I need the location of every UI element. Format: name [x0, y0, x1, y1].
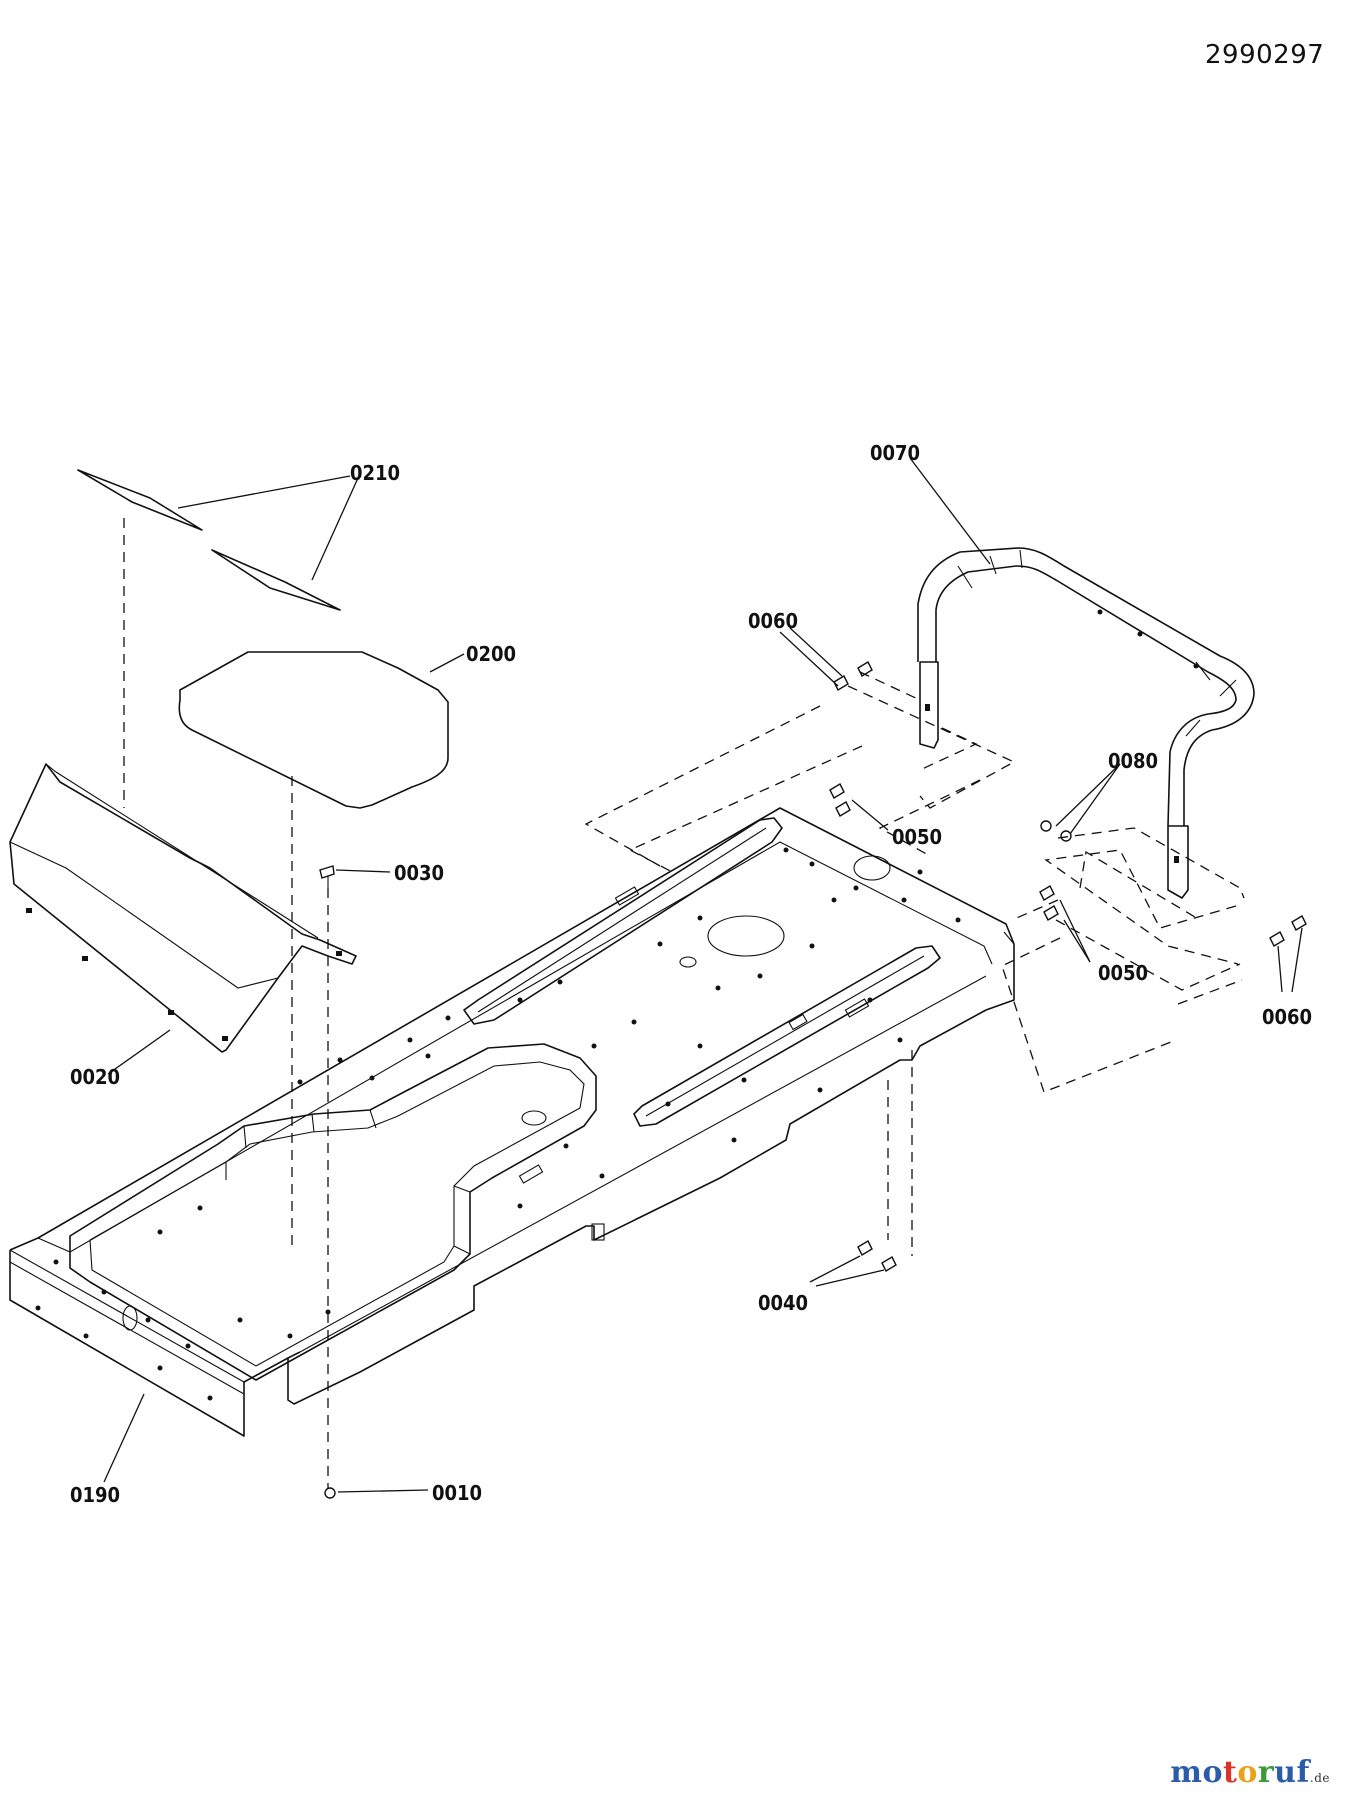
watermark-letter: r [1257, 1755, 1275, 1790]
assembly-lines [123, 518, 1245, 1488]
watermark-letter: o [1237, 1755, 1258, 1790]
part-0050-fasteners-upper [829, 783, 851, 817]
callout-0200: 0200 [466, 642, 516, 666]
part-0060-fasteners-upper [833, 661, 873, 691]
part-0030-bolt [319, 865, 335, 888]
callout-labels: 0210 0200 0030 0020 0190 0010 0070 0060 … [70, 441, 1312, 1507]
callout-0030: 0030 [394, 861, 444, 885]
leader-lines [103, 457, 1303, 1493]
watermark-letter: f [1296, 1755, 1310, 1790]
part-0080-nuts [1040, 820, 1072, 842]
callout-0060-lower: 0060 [1262, 1005, 1312, 1029]
watermark-letter: u [1274, 1755, 1297, 1790]
watermark-suffix: .de [1309, 1771, 1330, 1785]
part-0210-decals [77, 469, 341, 611]
callout-0010: 0010 [432, 1481, 482, 1505]
part-0010-nut [324, 1487, 336, 1499]
callout-0210: 0210 [350, 461, 400, 485]
watermark-letter: t [1222, 1755, 1238, 1790]
diagram-number: 2990297 [1205, 40, 1325, 70]
part-0040-bolts [857, 1240, 897, 1272]
watermark-letter: o [1202, 1755, 1223, 1790]
part-0060-fasteners-lower [1269, 915, 1307, 947]
part-0190-frame [9, 807, 1015, 1437]
watermark-letter: m [1170, 1755, 1203, 1790]
part-0020-cover [9, 763, 357, 1053]
callout-0020: 0020 [70, 1065, 120, 1089]
callout-0060-upper: 0060 [748, 609, 798, 633]
part-0200-seat-pad [178, 651, 449, 809]
part-0050-fasteners-lower [1039, 885, 1059, 921]
callout-0070: 0070 [870, 441, 920, 465]
callout-0190: 0190 [70, 1483, 120, 1507]
part-0070-handle [917, 547, 1255, 899]
callout-0050-upper: 0050 [892, 825, 942, 849]
watermark-logo: motoruf.de [1170, 1755, 1330, 1790]
callout-0040: 0040 [758, 1291, 808, 1315]
callout-0080: 0080 [1108, 749, 1158, 773]
callout-0050-lower: 0050 [1098, 961, 1148, 985]
